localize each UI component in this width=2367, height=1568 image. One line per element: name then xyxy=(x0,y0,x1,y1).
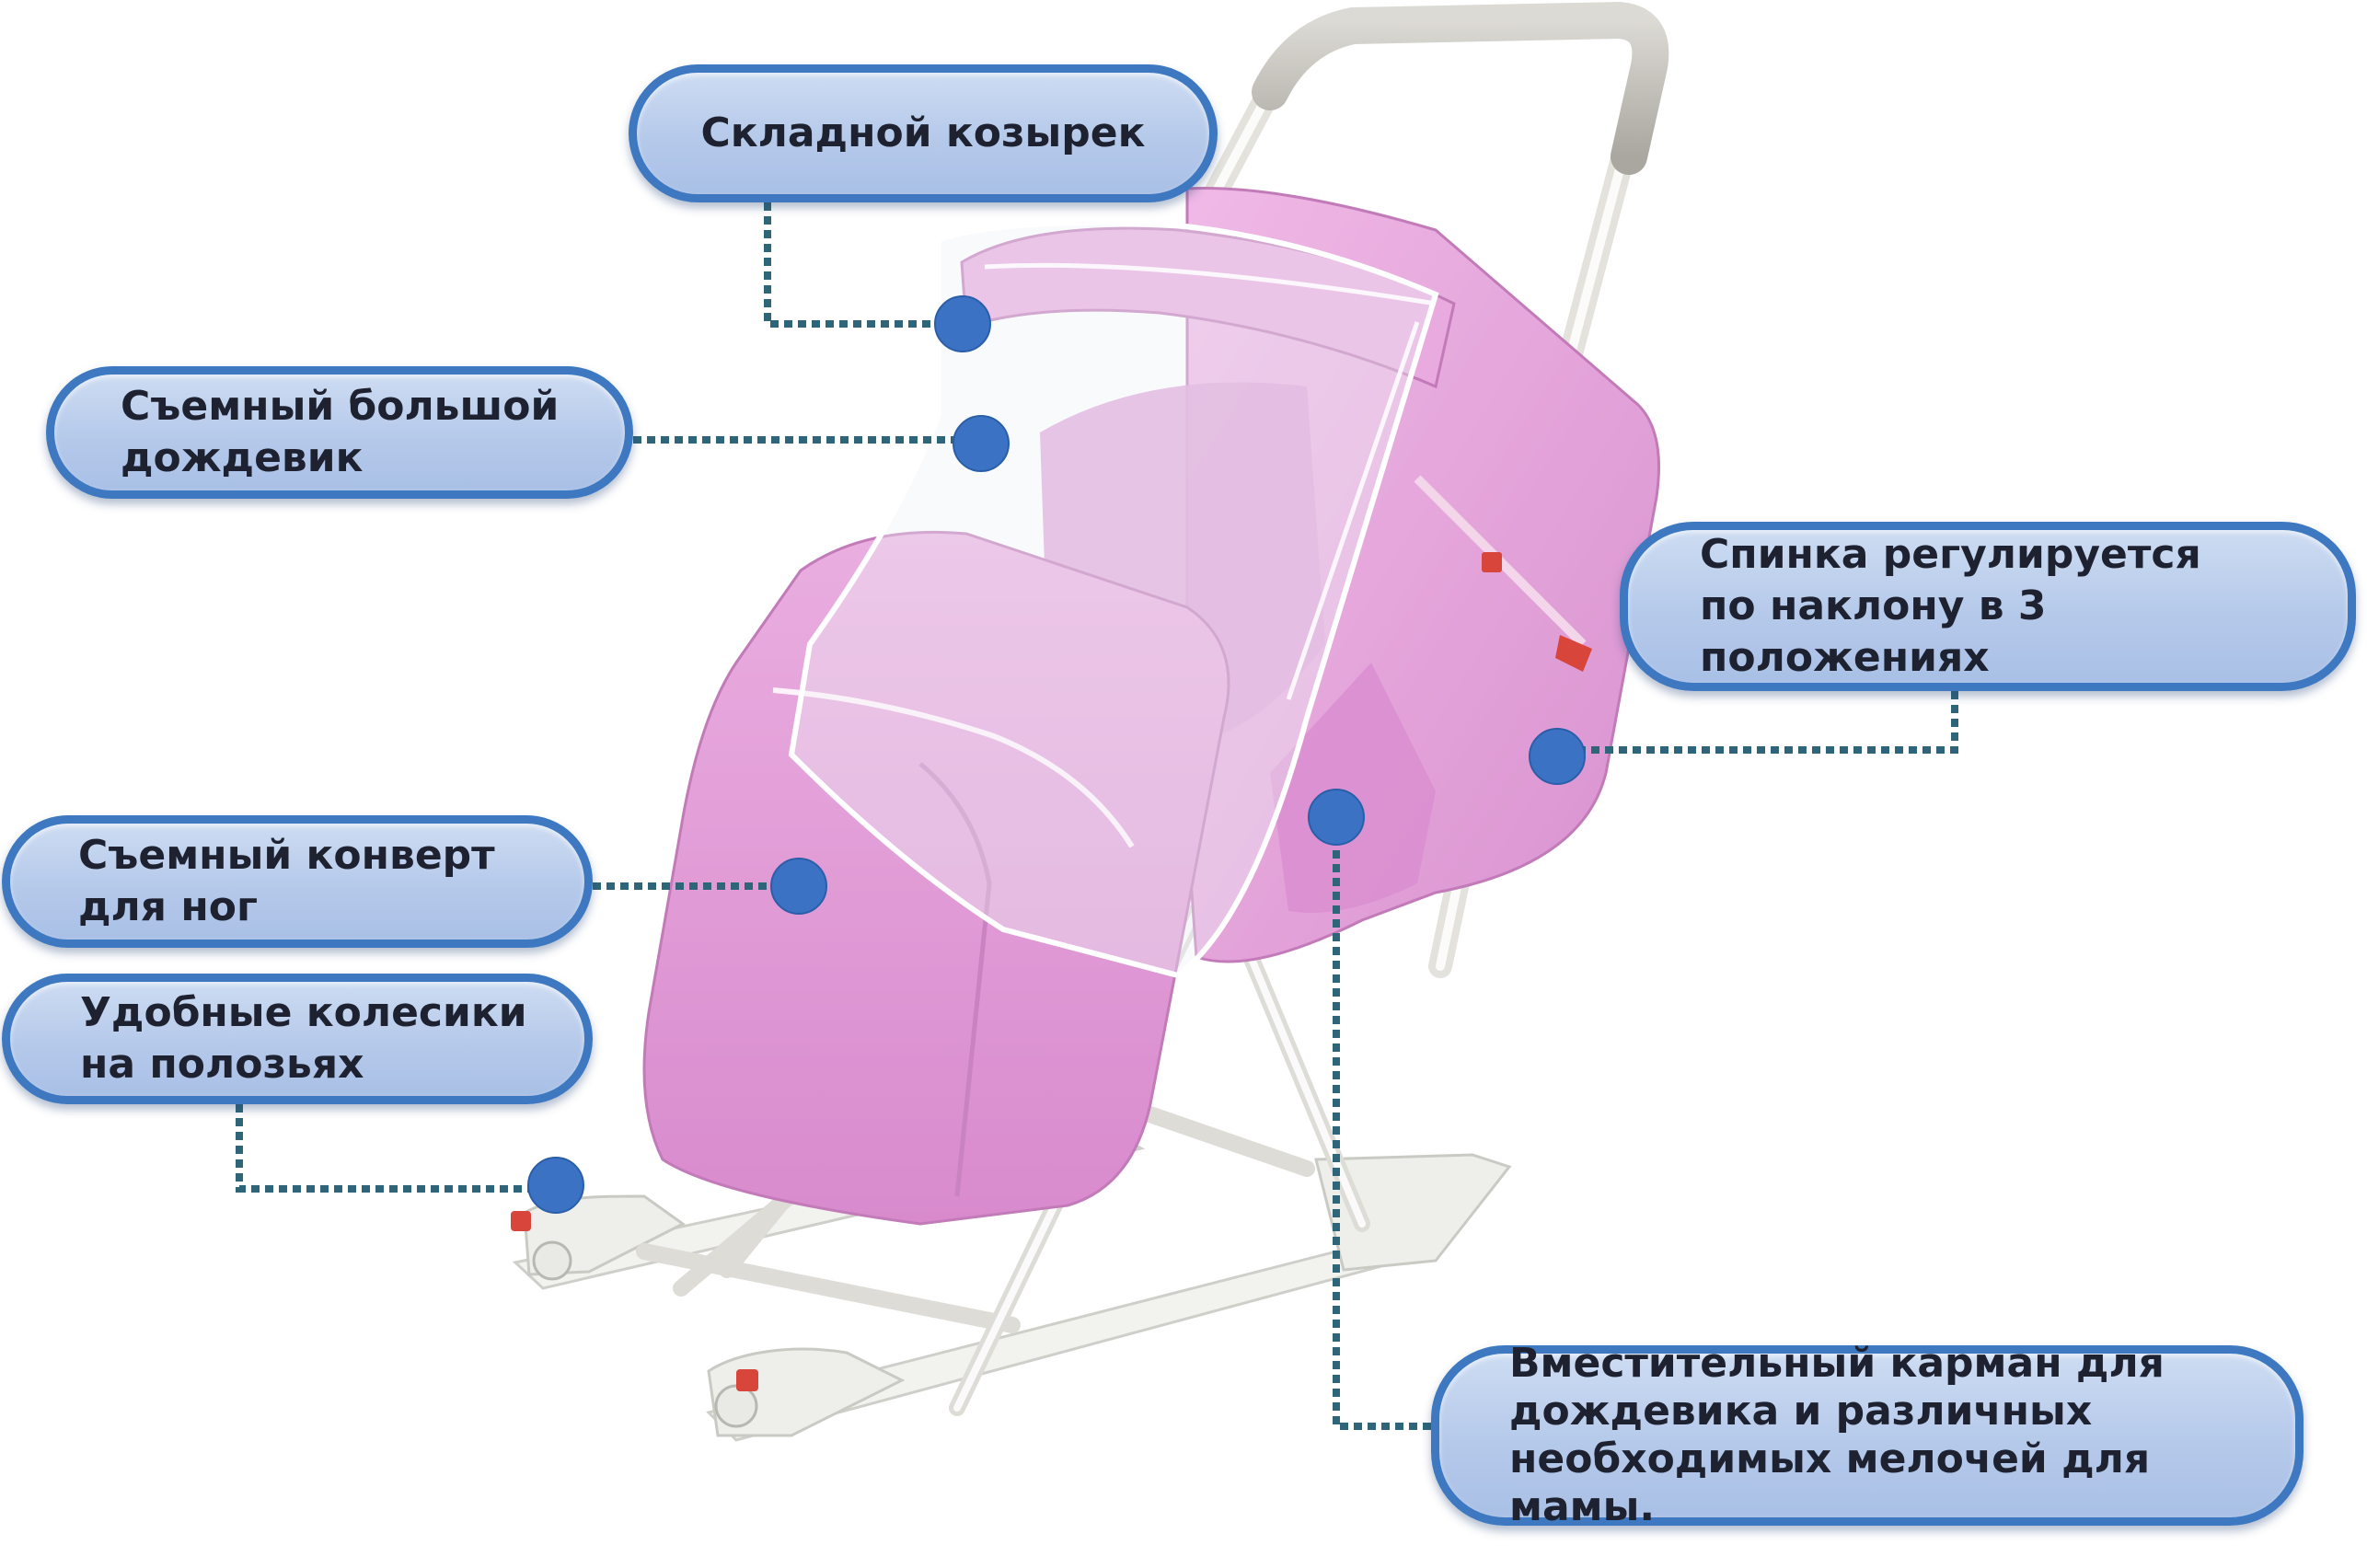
runner-right xyxy=(706,1153,1512,1442)
marker-dots xyxy=(527,295,1586,1214)
callout-wheels-label: Удобные колесики на полозьях xyxy=(80,989,527,1088)
adjust-strap xyxy=(1414,475,1592,672)
marker-visor xyxy=(934,295,991,352)
rain-cover xyxy=(788,220,1439,979)
leader-wheels xyxy=(236,1104,556,1193)
marker-footmuff xyxy=(770,858,827,915)
callout-pocket: Вместительный карман для дождевика и раз… xyxy=(1431,1340,2303,1530)
foot-muff-fold xyxy=(918,762,992,1197)
marker-pocket xyxy=(1308,789,1365,846)
marker-wheels xyxy=(527,1157,584,1214)
marker-backrest xyxy=(1529,728,1586,785)
callout-wheels: Удобные колесики на полозьях xyxy=(2,974,593,1104)
leader-backrest xyxy=(1557,691,1958,754)
callout-backrest-label: Спинка регулируется по наклону в 3 полож… xyxy=(1700,531,2201,681)
rain-cover-seam xyxy=(984,262,1437,700)
backrest-side-pocket xyxy=(1270,663,1436,913)
callout-rain-cover-label: Съемный большой дождевик xyxy=(121,383,560,481)
callout-pocket-label: Вместительный карман для дождевика и раз… xyxy=(1509,1340,2165,1530)
foot-muff-zip xyxy=(772,687,1135,848)
callout-foot-muff: Съемный конверт для ног xyxy=(2,815,593,948)
foot-muff xyxy=(642,530,1230,1226)
leader-pocket xyxy=(1333,817,1431,1430)
callout-folding-visor-label: Складной козырек xyxy=(700,110,1146,156)
leader-visor xyxy=(764,202,963,328)
callout-backrest: Спинка регулируется по наклону в 3 полож… xyxy=(1620,522,2356,691)
callout-foot-muff-label: Съемный конверт для ног xyxy=(78,832,495,930)
push-handle xyxy=(1194,1,1669,978)
callout-folding-visor: Складной козырек xyxy=(629,64,1218,202)
marker-raincover xyxy=(953,415,1010,472)
leader-lines xyxy=(236,202,1958,1430)
callout-rain-cover: Съемный большой дождевик xyxy=(46,366,633,499)
